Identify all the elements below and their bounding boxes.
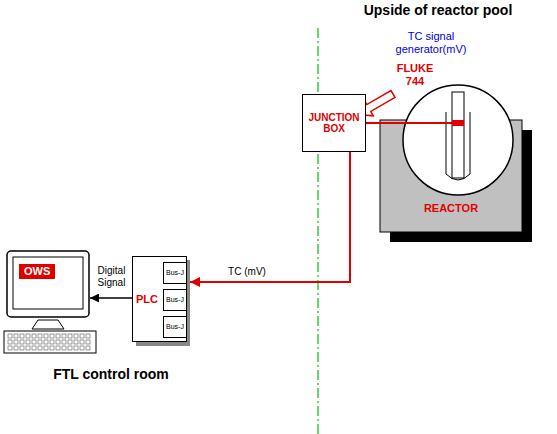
cabinet-body [133,257,187,342]
key [80,340,84,344]
key [32,346,36,350]
bus-module: Bus-J [163,262,187,284]
key [20,340,24,344]
key [20,334,24,338]
key [86,340,90,344]
key [14,346,18,350]
key [32,340,36,344]
area-title: FTL control room [26,366,196,383]
thermocouple [452,120,464,126]
key [56,340,60,344]
tc-wire [378,122,452,124]
key [38,334,42,338]
key [26,334,30,338]
key [62,346,66,350]
edge-label: Digital Signal [92,265,131,289]
signal-connector [366,122,378,124]
key [56,334,60,338]
reactor-vessel-outline [378,82,534,244]
key [62,334,66,338]
key [50,340,54,344]
area-divider [317,28,319,434]
key [62,340,66,344]
plc-cabinet: PLC Bus-J Bus-J Bus-J [132,256,190,346]
monitor-frame [7,251,89,317]
key [20,346,24,350]
key [44,334,48,338]
instrument-label: TC signal generator(mV) [390,30,472,56]
node-label: REACTOR [380,202,522,215]
reactor-vessel: REACTOR [378,82,534,244]
node-label: JUNCTION BOX [307,112,361,135]
node-label: PLC [136,293,158,306]
monitor-stand [32,320,64,329]
key [8,334,12,338]
key [74,334,78,338]
key [26,346,30,350]
key [32,334,36,338]
key [14,334,18,338]
node-label: Bus-J [166,296,184,304]
keyboard-body [4,331,96,353]
key [50,346,54,350]
key [68,346,72,350]
keyboard [4,331,96,353]
fuel-rod [452,92,464,178]
key [74,340,78,344]
bus-module: Bus-J [163,316,187,338]
area-title: Upside of reactor pool [322,2,554,19]
signal-connector [190,152,350,282]
key [80,346,84,350]
key [8,346,12,350]
key [14,340,18,344]
ows-monitor-outline [6,250,90,320]
key [68,334,72,338]
node-label: Bus-J [166,269,184,277]
key [50,334,54,338]
key [26,340,30,344]
junction-box: JUNCTION BOX [302,94,366,152]
key [68,340,72,344]
key [8,340,12,344]
ows-monitor: OWS [6,250,90,320]
key [86,334,90,338]
key [80,334,84,338]
key [86,346,90,350]
reactor-core [403,85,513,195]
key [44,340,48,344]
key [38,340,42,344]
bus-module: Bus-J [163,289,187,311]
key [38,346,42,350]
instrument-model: FLUKE 744 [391,62,439,88]
monitor-screen [13,257,83,309]
edge-label: TC (mV) [222,266,272,278]
key [74,346,78,350]
key [44,346,48,350]
key [56,346,60,350]
signal-connector [90,297,132,299]
node-label: Bus-J [166,323,184,331]
node-label: OWS [19,264,55,279]
